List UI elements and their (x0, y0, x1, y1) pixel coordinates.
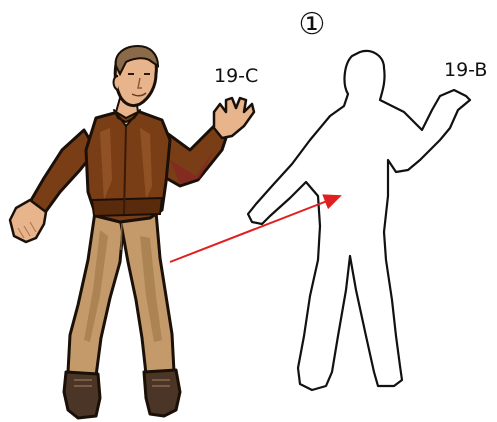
source-figure-label: 19-C (214, 65, 258, 87)
right-shoe (144, 370, 180, 416)
figure-man-colored (10, 46, 254, 418)
step-number-label: ① (299, 7, 326, 42)
ear (114, 76, 119, 90)
figure-silhouette-outline (248, 51, 470, 390)
silhouette-body (248, 51, 470, 390)
pants-crease (121, 220, 122, 250)
raised-hand (214, 98, 254, 138)
left-shoe (64, 372, 100, 418)
jacket-waistband (92, 198, 162, 216)
target-figure-label: 19-B (444, 59, 487, 81)
